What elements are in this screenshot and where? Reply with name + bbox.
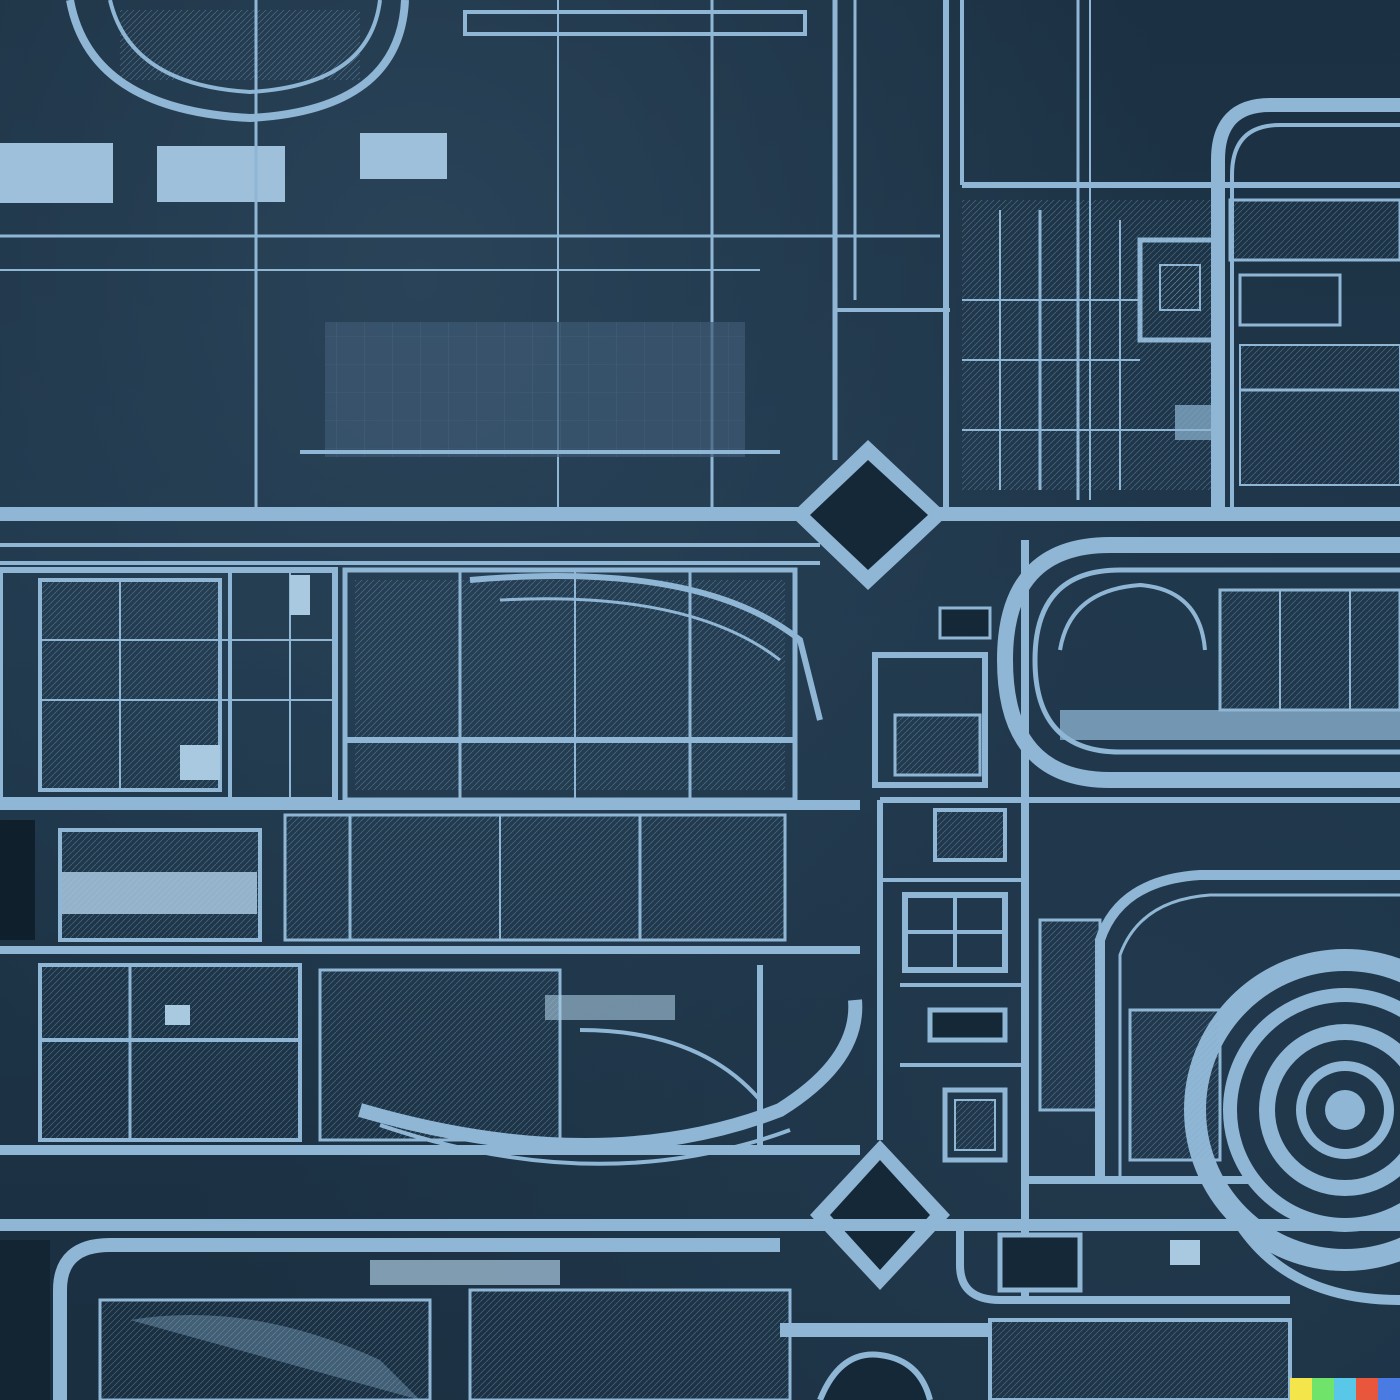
ring-module-upper: [996, 537, 1400, 803]
top-center-panel: [300, 322, 780, 457]
top-right-machinery: [962, 98, 1400, 520]
color-watermark: [1290, 1378, 1400, 1400]
left-edge-shadow: [0, 820, 35, 940]
lower-band-structure: [0, 800, 883, 1166]
watermark-swatch-green: [1312, 1378, 1334, 1400]
concentric-ring-target: [1025, 870, 1400, 1271]
center-control-column: [872, 540, 1029, 1300]
top-blocks: [0, 10, 807, 203]
top-dome-element: [66, 0, 409, 123]
left-edge-shadow-lower: [0, 1240, 50, 1400]
watermark-swatch-blue: [1378, 1378, 1400, 1400]
left-mid-structure: [0, 567, 338, 803]
bottom-band-structure: [0, 1219, 1400, 1400]
diamond-junction-lower: [810, 1140, 950, 1290]
watermark-swatch-red: [1356, 1378, 1378, 1400]
main-conduit: [0, 507, 1400, 565]
center-mid-structure: [342, 567, 823, 803]
watermark-swatch-yellow: [1290, 1378, 1312, 1400]
diamond-junction-upper: [790, 440, 948, 590]
watermark-swatch-cyan: [1334, 1378, 1356, 1400]
